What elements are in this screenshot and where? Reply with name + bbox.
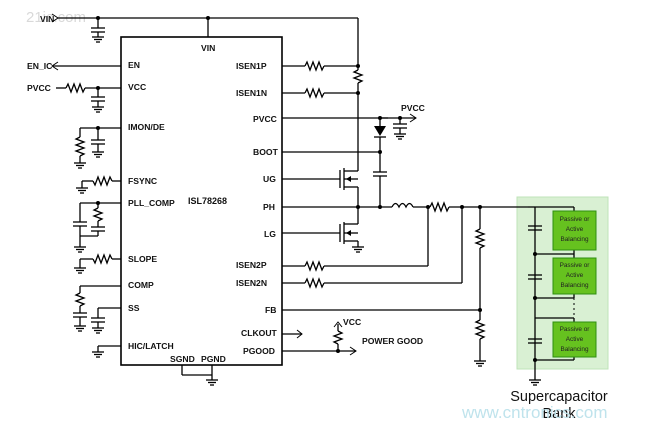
pin-fb: FB [265,305,276,315]
pin-isen1p: ISEN1P [236,61,267,71]
pin-ph: PH [263,202,275,212]
pin-pgnd: PGND [201,354,226,364]
pin-comp: COMP [128,280,154,290]
en-input: EN_IC [27,61,121,71]
pin-vcc: VCC [128,82,146,92]
balancing-1-line3: Balancing [560,236,589,243]
pin-clkout: CLKOUT [241,328,278,338]
balancing-block-3: Passive or Active Balancing [552,321,597,358]
pin-pvcc: PVCC [253,114,277,124]
balancing-3-line2: Active [566,336,584,343]
bank-label-line2: Bank [542,406,576,422]
balancing-2-line1: Passive or [560,262,591,269]
label-pvcc-left: PVCC [27,83,51,93]
label-power-good: POWER GOOD [362,336,423,346]
pin-isen2p: ISEN2P [236,260,267,270]
pin-pll-comp: PLL_COMP [128,198,175,208]
bank-label-line1: Supercapacitor [510,389,608,405]
balancing-block-2: Passive or Active Balancing [552,257,597,295]
low-side-mosfet [282,222,364,253]
pin-pgood: PGOOD [243,346,275,356]
boot-network: PVCC [282,103,425,207]
hic-latch-network [92,345,121,358]
pin-slope: SLOPE [128,254,157,264]
pin-imon: IMON/DE [128,122,165,132]
fb-divider [282,207,486,367]
left-pin-labels: EN VCC IMON/DE FSYNC PLL_COMP SLOPE COMP… [128,60,175,351]
vcc-network: PVCC [27,82,121,113]
balancing-2-line2: Active [566,272,584,279]
chip-body [120,36,283,366]
balancing-1-line1: Passive or [560,216,591,223]
pin-en: EN [128,60,140,70]
pin-ss: SS [128,303,140,313]
balancing-2-line3: Balancing [560,282,589,289]
pin-fsync: FSYNC [128,176,157,186]
pin-lg: LG [264,229,276,239]
high-side-mosfet [282,168,359,207]
isen2-network [282,207,463,289]
right-pin-labels: ISEN1P ISEN1N PVCC BOOT UG PH LG ISEN2P … [236,61,279,356]
supercap-bank [528,206,575,386]
fsync-network [76,175,121,194]
chip-name: ISL78268 [188,196,227,206]
pin-isen1n: ISEN1N [236,88,267,98]
label-pvcc-right: PVCC [401,103,425,113]
slope-network [74,253,121,274]
balancing-1-line2: Active [566,226,584,233]
watermark-bottom: www.cntronics.com [461,403,607,422]
balancing-block-1: Passive or Active Balancing [552,210,597,251]
isen1-network [282,60,364,170]
pll-comp-network [73,201,121,253]
balancing-3-line3: Balancing [560,346,589,353]
ph-node [282,201,528,222]
chip-ground [181,365,218,386]
pin-isen2n: ISEN2N [236,278,267,288]
balancing-3-line1: Passive or [560,326,591,333]
pin-hic-latch: HIC/LATCH [128,341,174,351]
label-vcc-pullup: VCC [343,317,361,327]
vin-rail: VIN [40,13,359,65]
pin-sgnd: SGND [170,354,195,364]
pin-ug: UG [263,174,276,184]
label-vin-input: VIN [40,14,54,24]
pin-vin: VIN [201,43,215,53]
comp-ss-network [73,285,121,334]
imon-network [74,126,121,169]
watermark-top: 21ic.com [26,9,86,26]
pgood-network: VCC POWER GOOD [282,317,423,356]
pin-boot: BOOT [253,147,279,157]
label-en-ic: EN_IC [27,61,52,71]
